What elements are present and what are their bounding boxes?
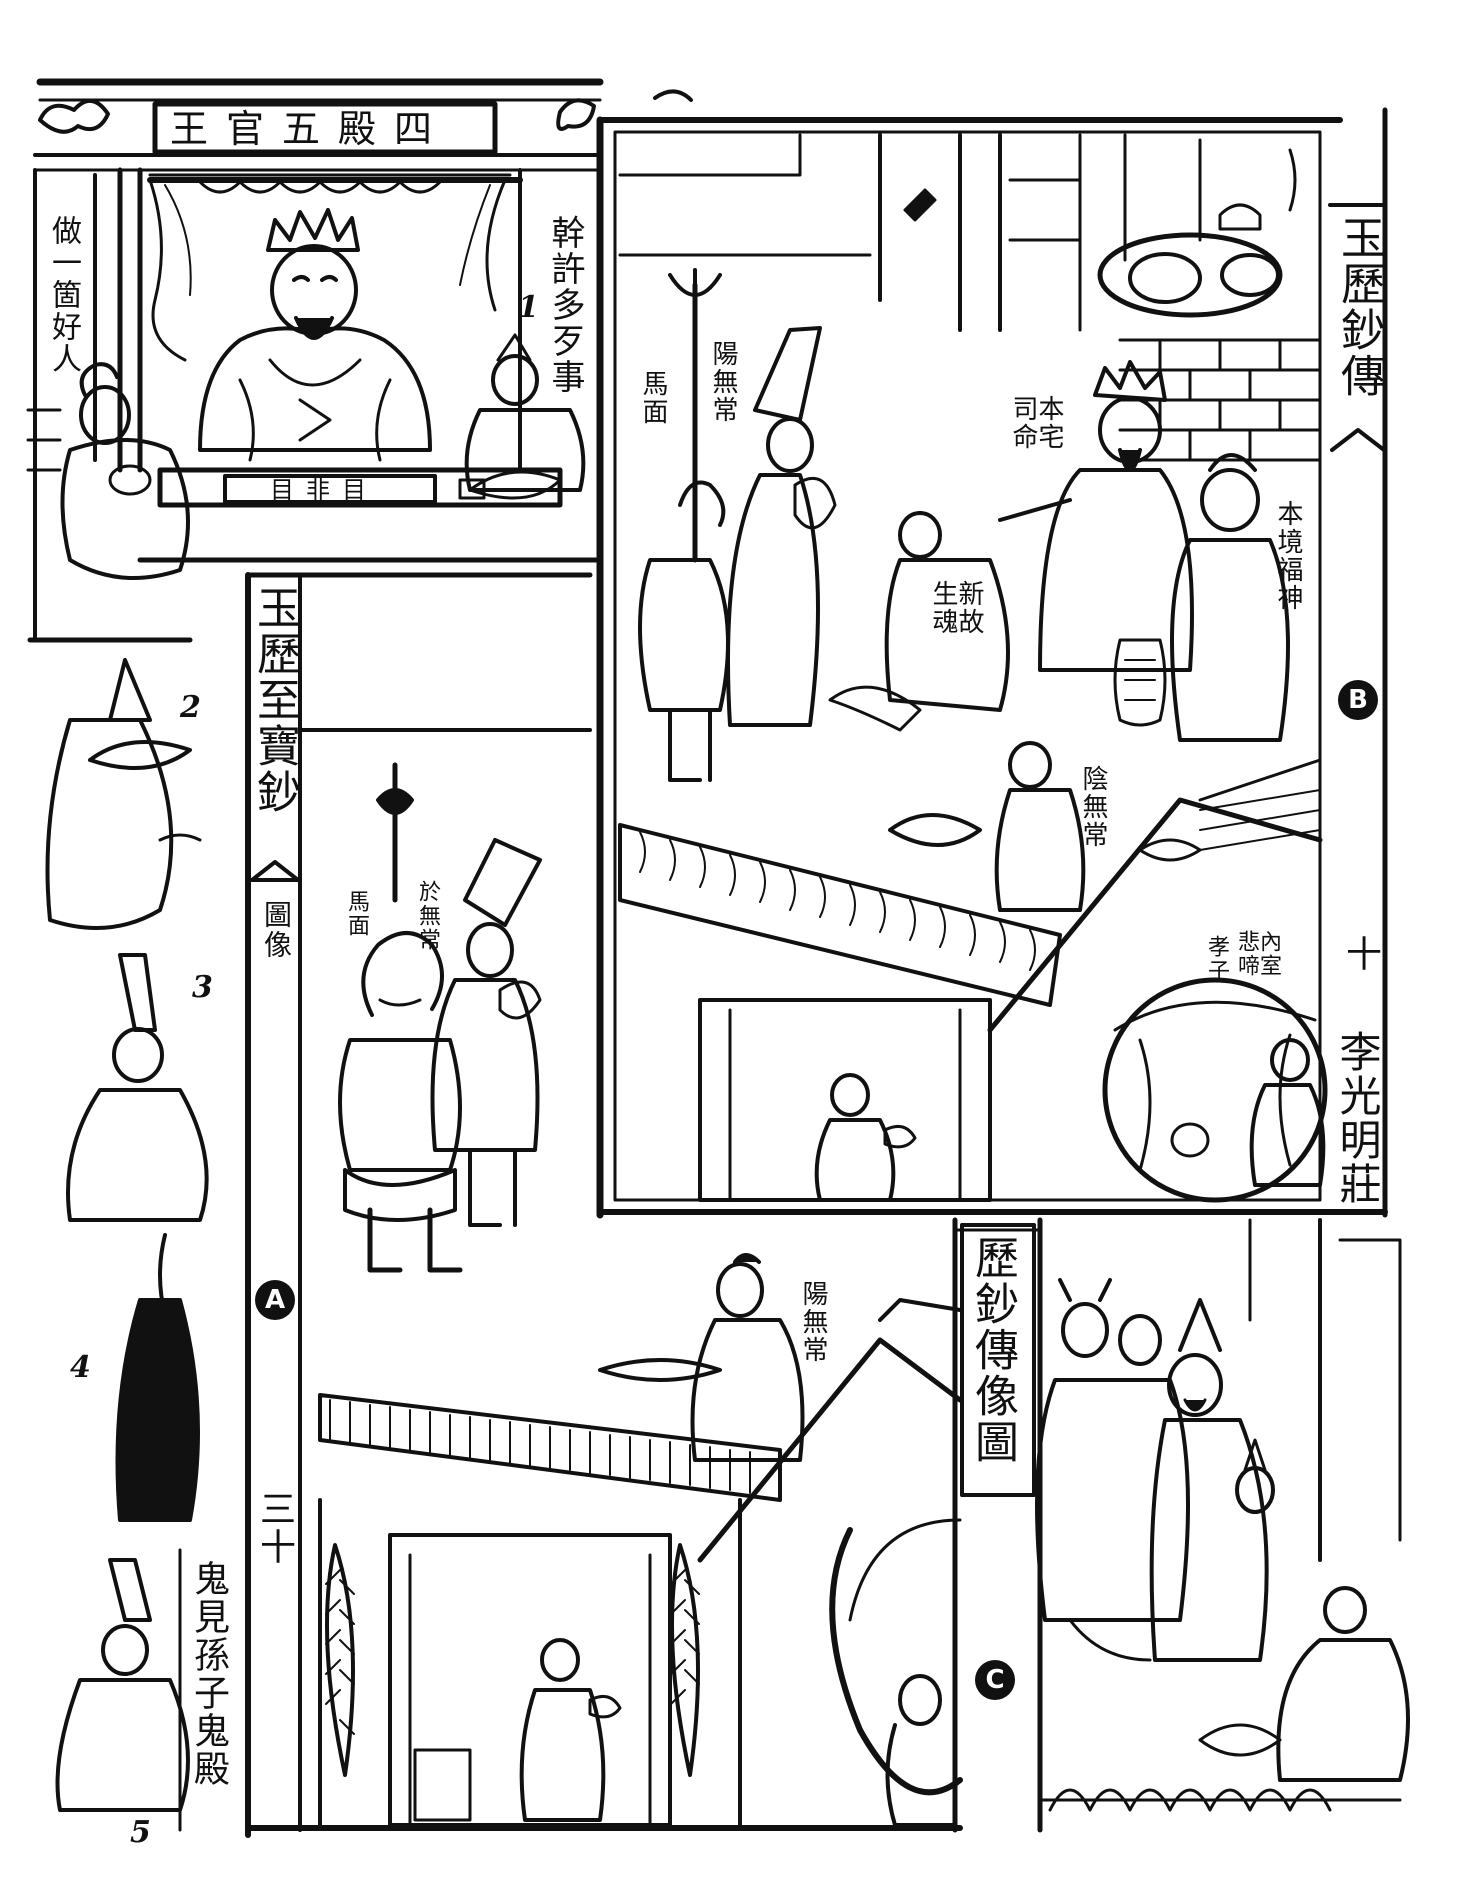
panel-1-court: [26, 78, 693, 643]
left-column-caption: 鬼見孫子鬼殿: [188, 1560, 229, 1788]
figure-number-5: 5: [130, 1815, 151, 1850]
panel-C-label-yang-wuchang: 陽無常: [798, 1280, 828, 1364]
panel-A-label-wuchang: 於無常: [415, 880, 440, 952]
panel-A-subtitle: 圖像: [260, 900, 293, 960]
panel-A-page-number: 三十: [254, 1490, 295, 1566]
court-title-frame: [152, 101, 498, 155]
panel-B-circle-mark: B: [1338, 680, 1378, 720]
court-title: 王官五殿四: [170, 107, 451, 151]
panel-B-title: 玉歷鈔傳: [1333, 215, 1384, 399]
panel-B-label-filial-son: 孝子: [1204, 935, 1229, 983]
panel-C-title: 歷鈔傳像圖: [967, 1235, 1018, 1465]
figure-number-2: 2: [180, 690, 201, 725]
figure-number-3: 3: [192, 970, 213, 1005]
panel-B-label-tudi: 本境福神: [1273, 500, 1303, 612]
desk-placard-frame: [223, 474, 437, 504]
panel-A: [245, 572, 963, 1838]
panel-B-label-new-soul: 新故生魂: [928, 580, 984, 636]
figure-number-4: 4: [70, 1350, 91, 1385]
panel-B-page-number: 十: [1340, 935, 1381, 973]
panel-B-label-inner-room: 內室悲啼: [1234, 930, 1281, 978]
right-couplet: 幹許多歹事: [545, 215, 585, 395]
panel-A-title: 玉歷至寶鈔: [249, 585, 300, 815]
panel-C-circle-mark: C: [975, 1660, 1015, 1700]
left-couplet: 做一箇好人: [46, 215, 81, 375]
panel-A-circle-mark: A: [255, 1280, 295, 1320]
panel-B: [596, 107, 1388, 1219]
desk-placard: 目非目: [270, 476, 378, 504]
left-column-figures: [45, 658, 209, 1832]
panel-B-label-yang-wuchang: 陽無常: [708, 340, 738, 424]
panel-B-label-horse-face: 馬面: [638, 370, 668, 426]
panel-B-label-yin-wuchang: 陰無常: [1078, 765, 1108, 849]
panel-C: [829, 1217, 1410, 1833]
panel-number-1: 1: [518, 290, 539, 325]
panel-A-label-horse-face: 馬面: [344, 890, 369, 938]
panel-B-spine-text: 李光明莊: [1333, 1030, 1382, 1206]
panel-B-label-siming: 本宅司命: [1008, 395, 1064, 451]
